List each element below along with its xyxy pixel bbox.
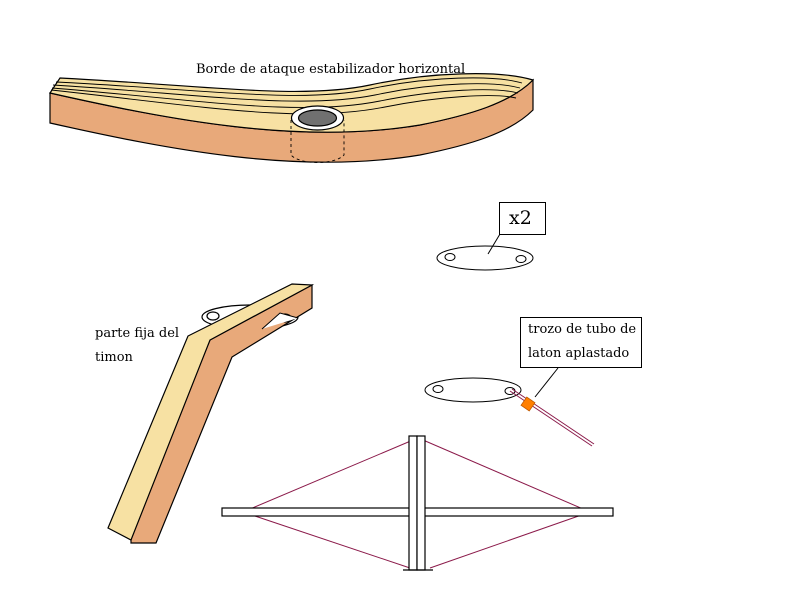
- diagram-title: Borde de ataque estabilizador horizontal: [196, 62, 466, 77]
- cross-structure: [221, 435, 614, 571]
- laminate-lines: [50, 77, 523, 115]
- tube-label-line1: trozo de tubo de: [528, 322, 637, 337]
- count-label: x2: [509, 207, 532, 229]
- fixed-part-label-line2: timon: [95, 350, 133, 365]
- tube-pointer: [534, 367, 559, 398]
- vertical-spar-right: [416, 435, 426, 571]
- washer-with-tube: [424, 377, 522, 403]
- brass-tube: [520, 396, 536, 412]
- x2-pointer: [487, 233, 501, 255]
- fixed-part-label-line1: parte fija del: [95, 326, 180, 341]
- washer-hole-right: [515, 255, 527, 263]
- bracing-wires: [242, 439, 591, 569]
- washer-hole-left: [444, 253, 456, 261]
- rudder-fixed-part: [107, 283, 315, 544]
- rudder-top-face: [107, 283, 315, 541]
- vertical-spar-left: [408, 435, 418, 571]
- tube-callout: trozo de tubo de laton aplastado: [520, 317, 642, 368]
- tube-hole: [297, 109, 338, 127]
- tube-label-line2: laton aplastado: [528, 346, 630, 361]
- washer2-hole-left: [432, 385, 444, 393]
- count-callout: x2: [499, 202, 546, 235]
- stabilizer-leading-edge: [49, 73, 535, 163]
- rudder-washer-hole-left: [206, 311, 220, 321]
- washer-x2: [436, 245, 534, 271]
- hidden-tube-outline: [290, 120, 345, 163]
- control-wire-short: [509, 388, 595, 447]
